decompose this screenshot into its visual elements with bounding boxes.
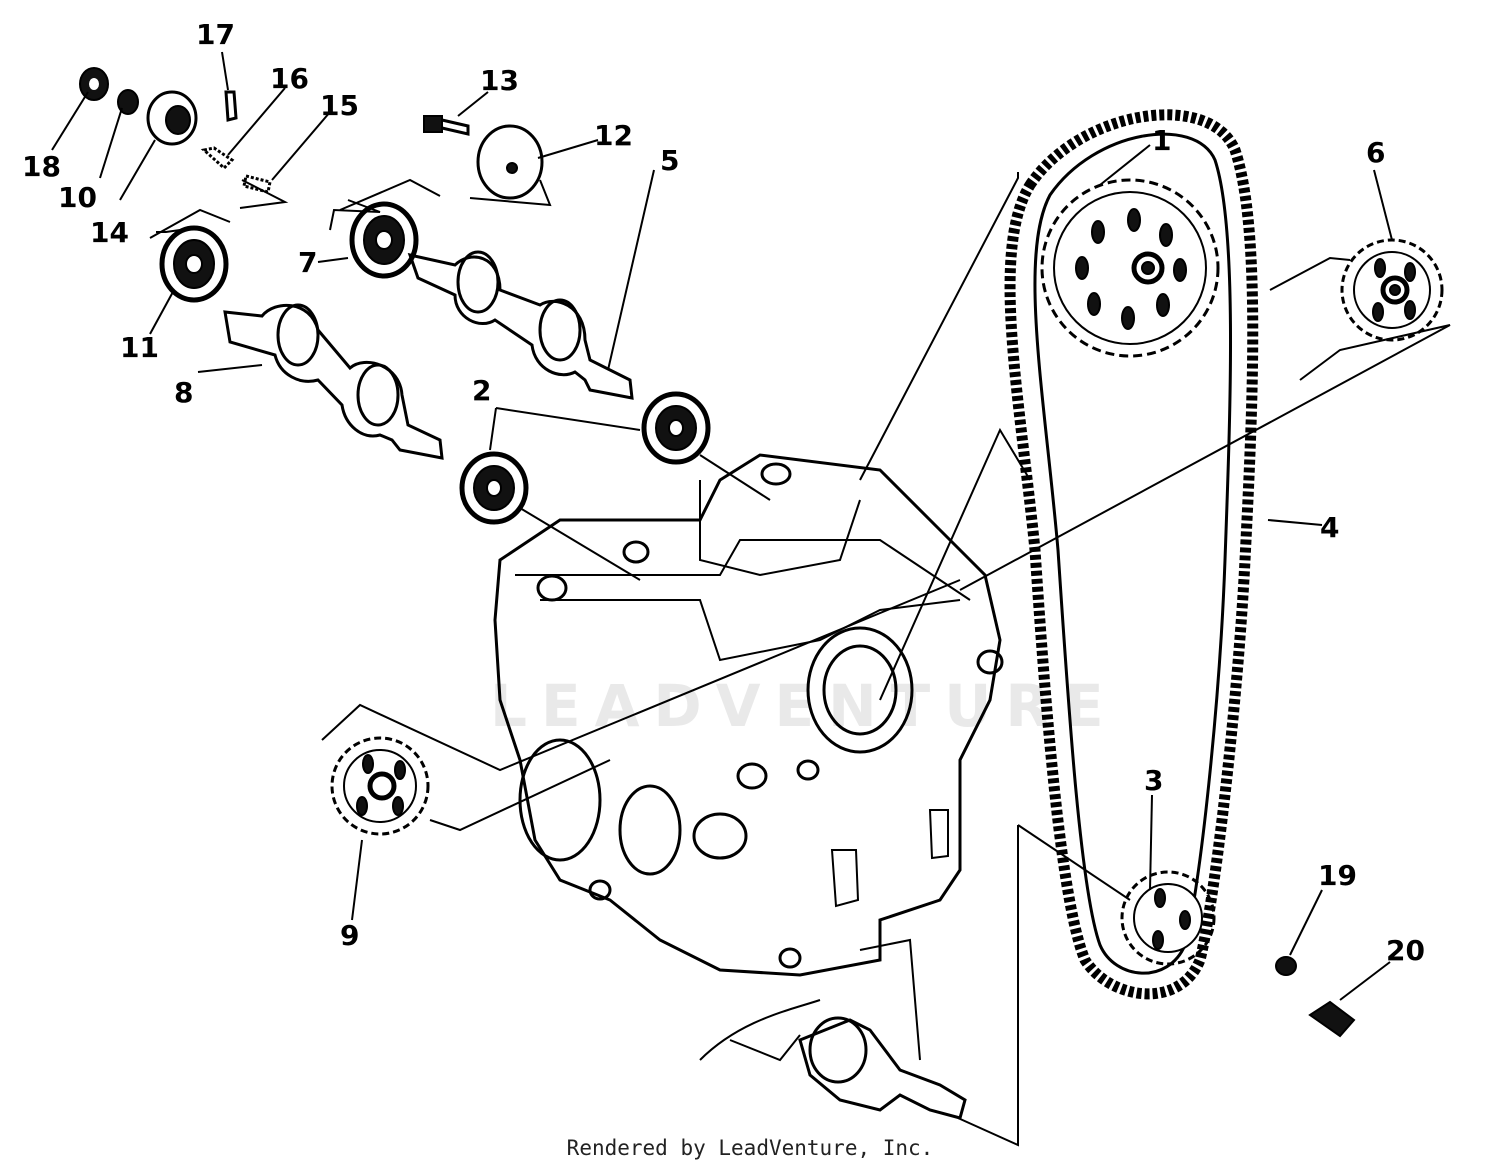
callout-4: 4 (1320, 511, 1339, 544)
callout-13: 13 (480, 64, 519, 97)
part-20[interactable] (1308, 1000, 1356, 1038)
callout-6: 6 (1366, 136, 1385, 169)
callout-labels: 1 2 3 4 5 6 7 8 9 10 11 12 13 14 15 16 1… (22, 18, 1425, 967)
callout-3: 3 (1144, 764, 1163, 797)
callout-12: 12 (594, 119, 633, 152)
callout-11: 11 (120, 331, 159, 364)
plate-12[interactable] (476, 124, 544, 200)
nut-18[interactable] (79, 67, 109, 101)
callout-7: 7 (298, 246, 317, 279)
lower-sprocket[interactable] (1120, 870, 1216, 966)
bearing-11[interactable] (156, 225, 229, 303)
watermark: LEADVENTURE (490, 672, 1118, 740)
leader-lines (51, 51, 1451, 1147)
footer-credit: Rendered by LeadVenture, Inc. (566, 1136, 934, 1160)
part-15[interactable] (242, 174, 272, 194)
callout-15: 15 (320, 89, 359, 122)
bearing-2-upper[interactable] (641, 391, 711, 465)
callout-14: 14 (90, 216, 129, 249)
transmission-housing (493, 453, 1004, 977)
callout-9: 9 (340, 919, 359, 952)
left-sprocket[interactable] (330, 736, 430, 836)
spring-16[interactable] (200, 146, 235, 171)
washer-10[interactable] (117, 89, 139, 115)
shaft-5[interactable] (407, 250, 634, 400)
large-upper-sprocket[interactable] (1040, 178, 1220, 358)
output-shaft (699, 938, 967, 1120)
callout-19: 19 (1318, 859, 1357, 892)
callout-10: 10 (58, 181, 97, 214)
bearing-2-lower[interactable] (459, 451, 529, 525)
callout-16: 16 (270, 62, 309, 95)
callout-5: 5 (660, 144, 679, 177)
callout-18: 18 (22, 150, 61, 183)
callout-2: 2 (472, 374, 491, 407)
callout-1: 1 (1152, 124, 1171, 157)
callout-8: 8 (174, 376, 193, 409)
bolt-13[interactable] (423, 115, 470, 136)
bearing-7[interactable] (349, 201, 419, 279)
callout-20: 20 (1386, 934, 1425, 967)
right-sprocket[interactable] (1340, 238, 1444, 342)
shaft-8[interactable] (223, 303, 444, 460)
callout-17: 17 (196, 18, 235, 51)
pin-17[interactable] (224, 90, 238, 122)
part-14[interactable] (146, 90, 198, 146)
nut-19[interactable] (1275, 956, 1297, 976)
